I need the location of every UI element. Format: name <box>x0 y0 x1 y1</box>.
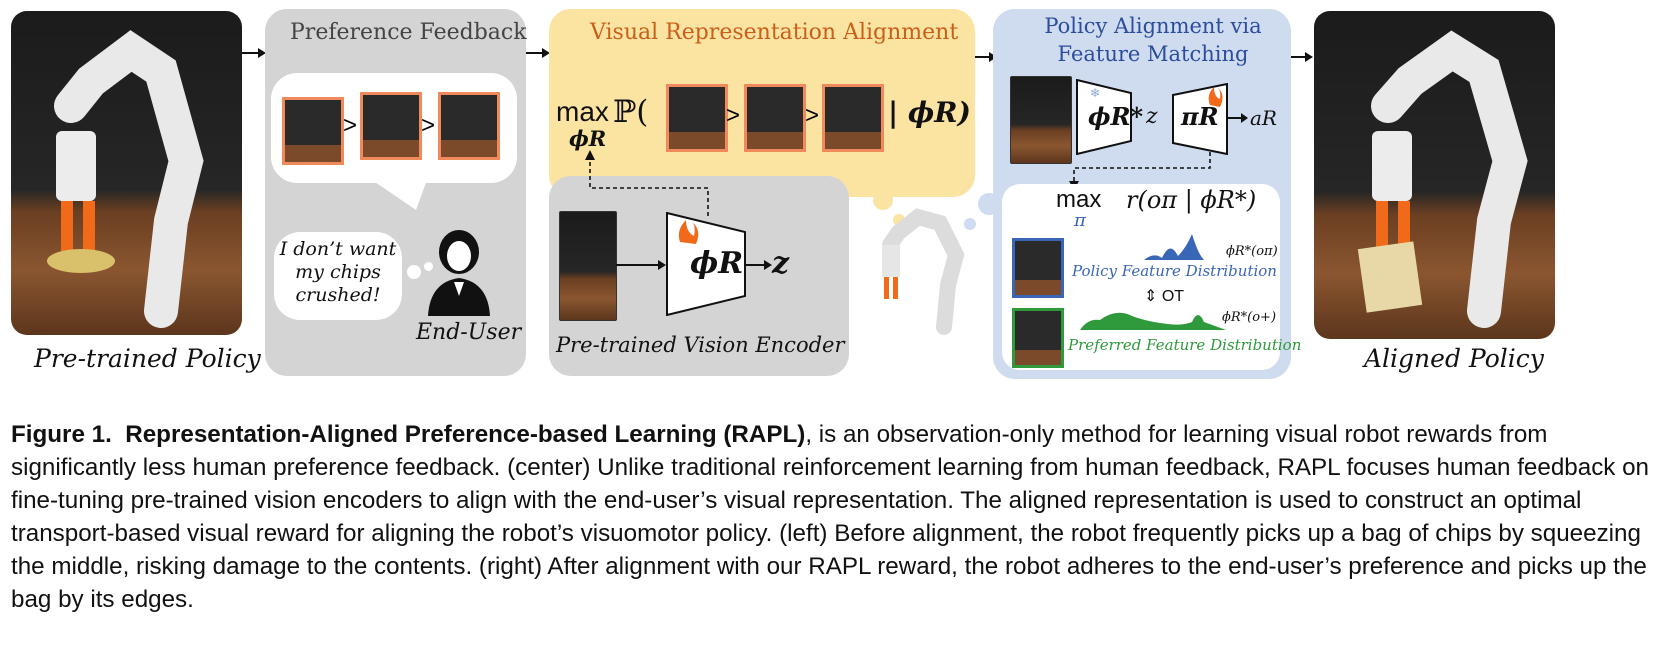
end-user-label: End-User <box>416 320 522 345</box>
arrow-right-icon <box>242 48 266 58</box>
vra-prob: ℙ( <box>613 94 649 130</box>
preferred-demo-thumb <box>1012 308 1064 368</box>
user-speech-text: I don’t want my chips crushed! <box>279 238 397 306</box>
frozen-encoder-block: ❄ <box>1076 79 1132 155</box>
speech-dot-2 <box>424 262 433 271</box>
arrow-right-icon <box>746 260 772 270</box>
flame-icon <box>678 220 699 244</box>
arrow-right-icon <box>526 48 550 58</box>
policy-action: aR <box>1250 106 1277 130</box>
vra-thumb-3 <box>822 84 884 152</box>
policy-title-line1: Policy Alignment via <box>1044 14 1262 38</box>
caption-title: Representation-Aligned Preference-based … <box>125 421 806 448</box>
gradient-feedback-arrow <box>585 150 709 216</box>
snowflake-icon: ❄ <box>1090 86 1100 100</box>
user-speech-bubble <box>274 232 402 320</box>
end-user-icon <box>428 230 490 316</box>
policy-symbol: πR <box>1181 102 1219 131</box>
encoder-symbol: ϕR <box>690 246 744 281</box>
dist2-name: Preferred Feature Distribution <box>1068 336 1302 354</box>
policy-title-line2: Feature Matching <box>1057 42 1249 66</box>
flame-icon <box>1208 87 1223 107</box>
encoder-label: Pre-trained Vision Encoder <box>556 333 845 357</box>
caption-body: , is an observation-only method for lear… <box>11 421 1650 613</box>
vra-gt-1: > <box>726 102 741 129</box>
reward-max-sub: π <box>1074 210 1086 231</box>
arrow-right-icon <box>616 260 666 270</box>
encoder-output: z <box>772 246 790 281</box>
arrow-right-icon <box>1228 113 1248 123</box>
robot-arm-aligned-illustration <box>1357 30 1528 328</box>
dist1-name: Policy Feature Distribution <box>1072 262 1277 280</box>
speech-dot-1 <box>407 265 421 279</box>
policy-rollout-thumb <box>1012 238 1064 298</box>
vra-thumb-2 <box>744 84 806 152</box>
policy-feature-distribution-curve <box>1076 234 1222 260</box>
aligned-policy-photo <box>1314 11 1555 339</box>
preferred-feature-distribution-curve <box>1080 312 1226 330</box>
ot-label: ⇕ OT <box>1144 288 1185 305</box>
aligned-policy-label: Aligned Policy <box>1364 344 1544 373</box>
vision-encoder-block <box>666 212 746 316</box>
pref-thumb-1 <box>282 97 344 165</box>
robot-thinking-icon <box>882 208 965 335</box>
preference-feedback-title: Preference Feedback <box>290 20 527 45</box>
pref-gt-2: > <box>421 112 436 139</box>
encoder-input-photo <box>559 211 617 321</box>
dist2-label: ϕR*(o+) <box>1222 310 1277 325</box>
vra-max: max <box>556 96 609 127</box>
robot-arm-illustration <box>47 30 204 328</box>
policy-network-block <box>1172 83 1228 155</box>
dist1-label: ϕR*(oπ) <box>1226 244 1278 259</box>
pref-thumb-2 <box>360 92 422 160</box>
figure-number: Figure 1. <box>11 421 112 448</box>
vra-gt-2: > <box>805 102 820 129</box>
vra-title: Visual Representation Alignment <box>590 20 959 45</box>
frozen-encoder-symbol: ϕR* <box>1088 102 1144 131</box>
pref-thumb-3 <box>438 92 500 160</box>
pretrained-policy-label: Pre-trained Policy <box>34 344 261 373</box>
policy-latent: z <box>1146 104 1158 129</box>
policy-input-photo <box>1010 76 1072 164</box>
thought-dot-yellow <box>873 190 893 210</box>
arrow-right-icon <box>1291 52 1313 62</box>
vra-max-sub: ϕR <box>569 126 607 151</box>
vra-thumb-1 <box>666 84 728 152</box>
pretrained-policy-photo <box>11 11 242 335</box>
figure-caption: Figure 1. Representation-Aligned Prefere… <box>11 418 1657 616</box>
reward-expression: r(oπ | ϕR*) <box>1126 186 1257 214</box>
bubble-tail <box>372 180 427 210</box>
reward-max: max <box>1056 186 1102 213</box>
thought-dot-blue-small <box>964 218 976 230</box>
vra-cond: | ϕR) <box>888 96 971 129</box>
pref-gt-1: > <box>343 112 358 139</box>
